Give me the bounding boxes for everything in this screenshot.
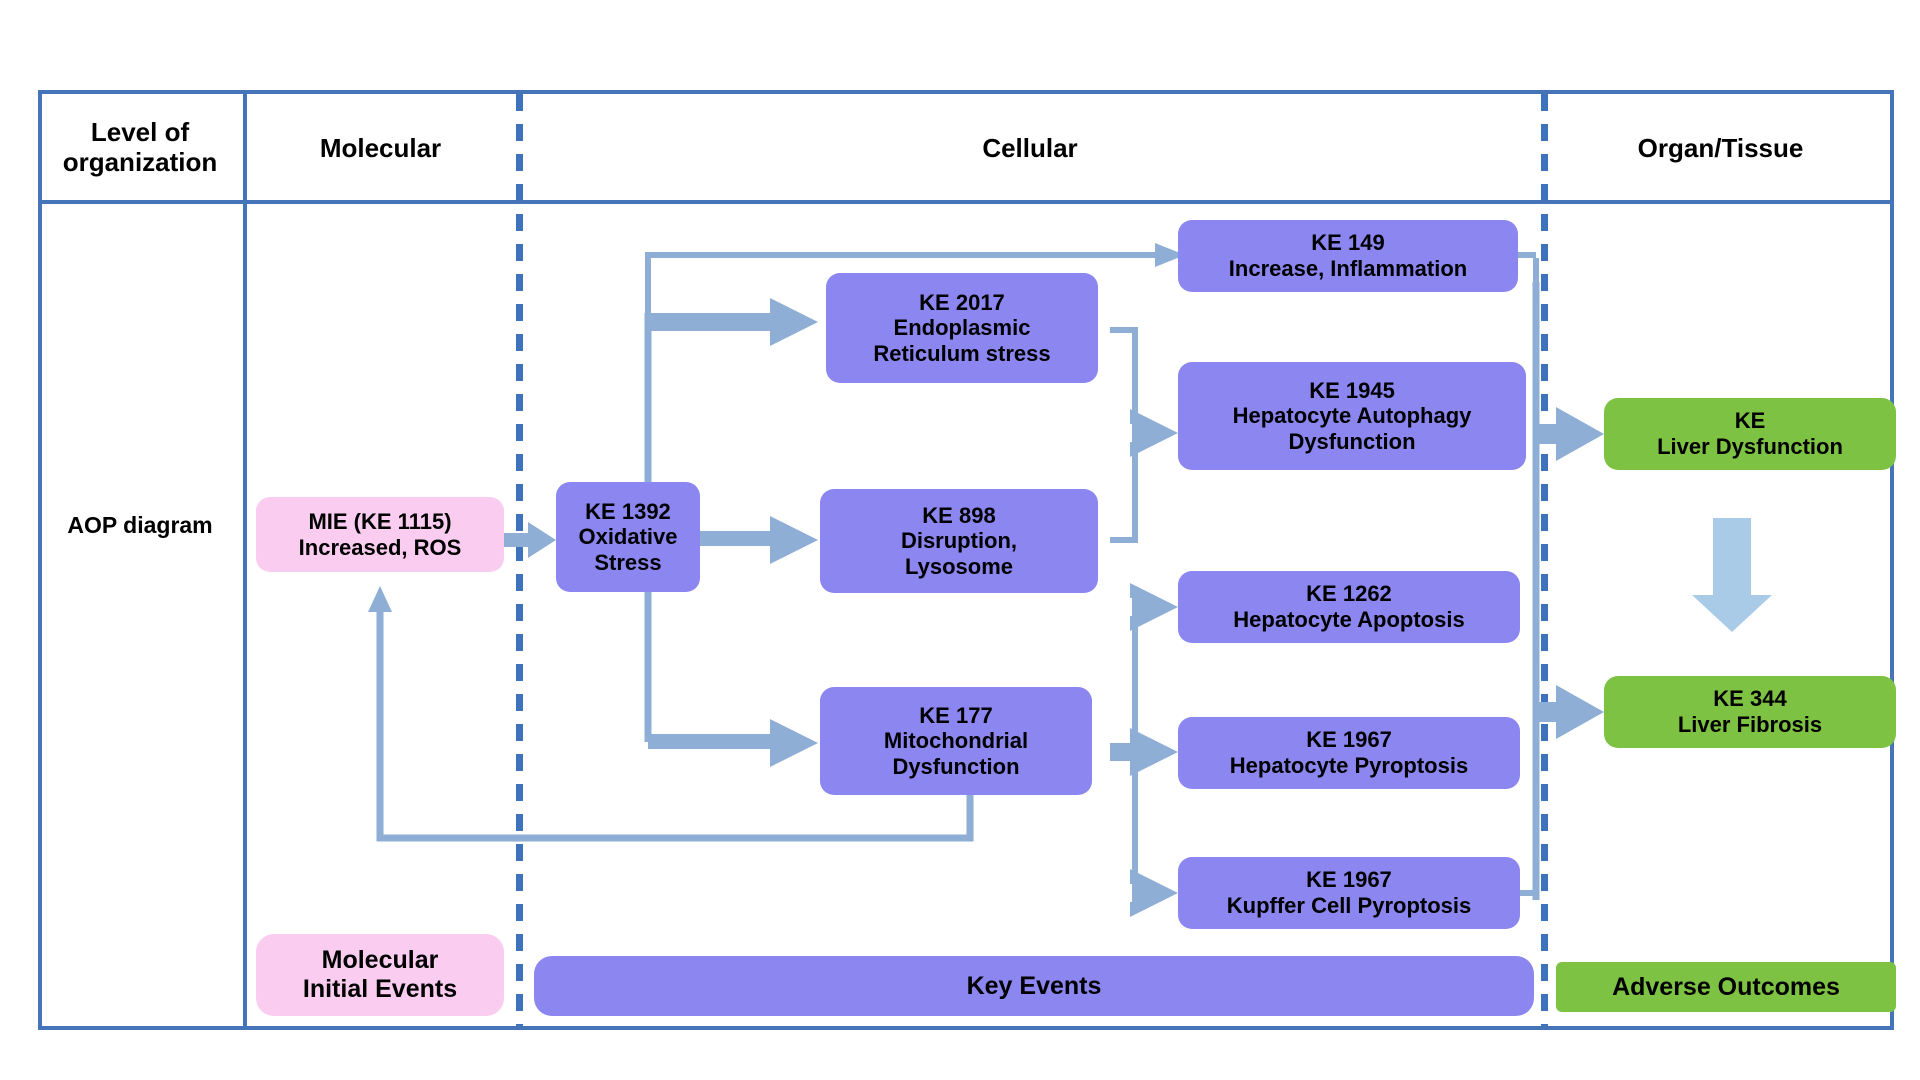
node-ke-344-line1: KE 344 bbox=[1713, 686, 1787, 712]
node-ke-1945-line3: Dysfunction bbox=[1288, 428, 1416, 454]
edge-ke177-to-ke1967-hepatocyte bbox=[1110, 728, 1178, 776]
node-ke-1945[interactable]: KE 1945 Hepatocyte Autophagy Dysfunction bbox=[1178, 362, 1526, 470]
legend-mie-line1: Molecular bbox=[321, 946, 439, 975]
node-ke-liver-dysfunction[interactable]: KE Liver Dysfunction bbox=[1604, 398, 1896, 470]
legend-key-events: Key Events bbox=[534, 956, 1534, 1016]
node-ke-liver-dysfunction-line2: Liver Dysfunction bbox=[1657, 434, 1843, 459]
node-ke-1967-kupffer[interactable]: KE 1967 Kupffer Cell Pyroptosis bbox=[1178, 857, 1520, 929]
node-ke-1392-line3: Stress bbox=[594, 549, 662, 575]
node-ke-177[interactable]: KE 177 Mitochondrial Dysfunction bbox=[820, 687, 1092, 795]
node-ke-1967-hepatocyte-line1: KE 1967 bbox=[1306, 727, 1392, 753]
node-mie-1115[interactable]: MIE (KE 1115) Increased, ROS bbox=[256, 497, 504, 572]
node-ke-344[interactable]: KE 344 Liver Fibrosis bbox=[1604, 676, 1896, 748]
node-ke-898-line3: Lysosome bbox=[904, 553, 1013, 579]
node-ke-149[interactable]: KE 149 Increase, Inflammation bbox=[1178, 220, 1518, 292]
node-ke-1262-line2: Hepatocyte Apoptosis bbox=[1233, 607, 1465, 632]
column-divider-cellular-organ bbox=[1541, 94, 1548, 1026]
node-ke-1945-line2: Hepatocyte Autophagy bbox=[1232, 403, 1472, 429]
node-ke-1945-line1: KE 1945 bbox=[1309, 377, 1395, 403]
node-ke-liver-dysfunction-line1: KE bbox=[1734, 408, 1766, 434]
node-ke-898-line2: Disruption, bbox=[900, 528, 1018, 554]
legend-adverse-outcomes-label: Adverse Outcomes bbox=[1612, 972, 1840, 1001]
node-ke-898-line1: KE 898 bbox=[922, 502, 996, 528]
legend-key-events-label: Key Events bbox=[966, 971, 1102, 1000]
header-divider-line bbox=[38, 200, 1894, 204]
node-ke-1967-kupffer-line1: KE 1967 bbox=[1306, 867, 1392, 893]
edge-ke1392-to-ke177 bbox=[648, 719, 818, 767]
edge-ke177-to-ke1262 bbox=[1130, 583, 1178, 631]
node-ke-344-line2: Liver Fibrosis bbox=[1677, 712, 1823, 737]
node-ke-177-line3: Dysfunction bbox=[892, 753, 1020, 779]
edge-mie1115-to-ke1392 bbox=[500, 522, 556, 558]
edge-ke177-feedback-head bbox=[368, 586, 392, 612]
node-ke-1392[interactable]: KE 1392 Oxidative Stress bbox=[556, 482, 700, 592]
node-ke-2017-line2: Endoplasmic bbox=[893, 315, 1031, 341]
node-ke-2017-line3: Reticulum stress bbox=[873, 340, 1051, 366]
legend-molecular-initial-events: Molecular Initial Events bbox=[256, 934, 504, 1016]
legend-adverse-outcomes: Adverse Outcomes bbox=[1556, 962, 1896, 1012]
node-ke-1392-line2: Oxidative bbox=[578, 524, 678, 550]
legend-mie-line2: Initial Events bbox=[302, 975, 458, 1003]
node-ke-1967-hepatocyte[interactable]: KE 1967 Hepatocyte Pyroptosis bbox=[1178, 717, 1520, 789]
node-ke-1262[interactable]: KE 1262 Hepatocyte Apoptosis bbox=[1178, 571, 1520, 643]
edge-ke1392-to-ke149-head bbox=[1155, 243, 1185, 267]
node-ke-2017[interactable]: KE 2017 Endoplasmic Reticulum stress bbox=[826, 273, 1098, 383]
edge-ke2017-to-merge bbox=[1110, 327, 1138, 432]
edge-ke1392-to-ke149 bbox=[645, 252, 1163, 313]
edge-ke177-feedback-to-mie bbox=[376, 600, 974, 842]
node-ke-149-line2: Increase, Inflammation bbox=[1228, 256, 1468, 281]
column-divider-level bbox=[243, 90, 247, 1030]
row-label-aop-diagram: AOP diagram bbox=[67, 512, 213, 538]
node-mie-1115-line1: MIE (KE 1115) bbox=[308, 508, 452, 534]
header-cellular: Cellular bbox=[982, 133, 1078, 163]
header-level-of-organization: Level of organization bbox=[40, 117, 240, 178]
edge-merge-to-ke1945 bbox=[1130, 409, 1178, 457]
node-ke-898[interactable]: KE 898 Disruption, Lysosome bbox=[820, 489, 1098, 593]
header-level-line1: Level of bbox=[90, 117, 190, 147]
header-molecular: Molecular bbox=[319, 133, 442, 163]
header-level-line2: organization bbox=[62, 146, 218, 177]
node-ke-1967-kupffer-line2: Kupffer Cell Pyroptosis bbox=[1226, 893, 1472, 918]
node-ke-177-line1: KE 177 bbox=[919, 702, 993, 728]
edge-ke177-to-ke1967-kupffer bbox=[1130, 869, 1178, 917]
edge-ke1392-to-ke2017 bbox=[648, 298, 818, 346]
header-organ-tissue: Organ/Tissue bbox=[1637, 133, 1804, 163]
node-ke-1967-hepatocyte-line2: Hepatocyte Pyroptosis bbox=[1229, 753, 1469, 778]
edge-ke1945-to-liver-dysfunction bbox=[1536, 407, 1604, 461]
node-ke-177-line2: Mitochondrial bbox=[883, 728, 1029, 754]
edge-liver-dysfunction-to-liver-fibrosis bbox=[1692, 518, 1772, 632]
edge-ke1392-to-ke898 bbox=[648, 516, 818, 564]
edge-collector-to-liver-fibrosis bbox=[1536, 685, 1604, 739]
node-ke-1392-line1: KE 1392 bbox=[585, 498, 671, 524]
node-mie-1115-line2: Increased, ROS bbox=[298, 534, 462, 560]
column-divider-molecular-cellular bbox=[516, 94, 523, 1026]
node-ke-149-line1: KE 149 bbox=[1311, 230, 1385, 256]
node-ke-2017-line1: KE 2017 bbox=[919, 289, 1005, 315]
edge-ke898-to-merge bbox=[1110, 432, 1138, 543]
node-ke-1262-line1: KE 1262 bbox=[1306, 581, 1392, 607]
